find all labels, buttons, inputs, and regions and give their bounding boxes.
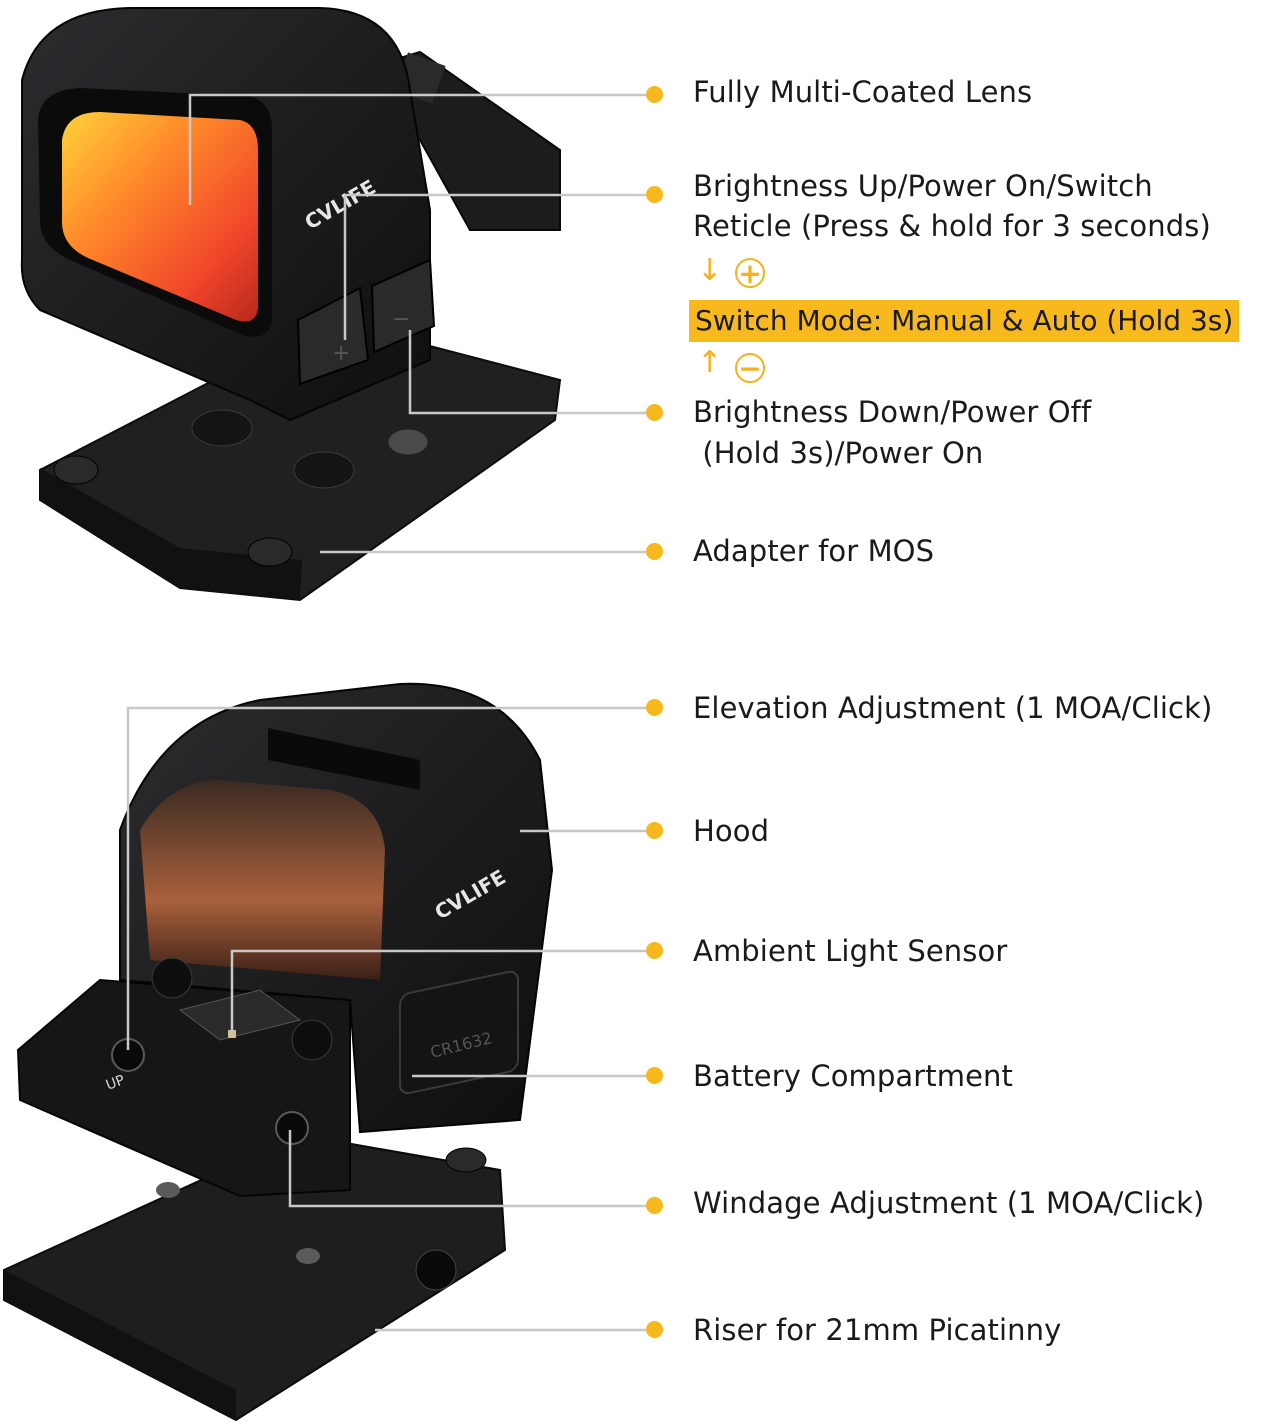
label-lens: Fully Multi-Coated Lens: [693, 75, 1033, 109]
callout-dot-sensor: [646, 942, 663, 959]
leader-elevation: [126, 706, 648, 1050]
label-windage: Windage Adjustment (1 MOA/Click): [693, 1186, 1205, 1220]
dial-marking: UP: [104, 1072, 127, 1093]
label-adapter: Adapter for MOS: [693, 534, 935, 568]
lower-sight: CR1632 UP CVLIFE: [3, 682, 554, 1422]
mode-banner: Switch Mode: Manual & Auto (Hold 3s): [689, 300, 1240, 342]
label-brightness-down-line2: (Hold 3s)/Power On: [693, 436, 984, 470]
hood-window: [140, 780, 385, 980]
battery-compartment: [399, 970, 519, 1095]
callout-dot-brightness-up: [646, 186, 663, 203]
callout-dot-elevation: [646, 699, 663, 716]
minus-circle-icon: −: [735, 353, 765, 383]
label-brightness-up-line1: Brightness Up/Power On/Switch: [693, 169, 1153, 203]
callout-dot-battery: [646, 1067, 663, 1084]
plus-circle-icon: +: [735, 258, 765, 288]
leader-windage: [288, 1130, 648, 1208]
label-battery: Battery Compartment: [693, 1059, 1014, 1093]
label-brightness-up-line2: Reticle (Press & hold for 3 seconds): [693, 209, 1211, 243]
leader-sensor: [230, 949, 648, 1030]
coated-lens: [62, 112, 258, 322]
callout-dot-hood: [646, 822, 663, 839]
label-riser: Riser for 21mm Picatinny: [693, 1313, 1062, 1347]
label-brightness-down-line1: Brightness Down/Power Off: [693, 395, 1092, 429]
arrow-up-icon: ↑: [697, 345, 723, 380]
callout-dot-adapter: [646, 543, 663, 560]
windage-knob[interactable]: [275, 1111, 309, 1145]
leader-lens: [188, 93, 648, 205]
brightness-up-button[interactable]: [296, 286, 370, 386]
leader-brightness-up: [343, 193, 648, 340]
label-hood: Hood: [693, 814, 770, 848]
brightness-down-button[interactable]: [370, 258, 436, 354]
label-sensor: Ambient Light Sensor: [693, 934, 1008, 968]
minus-symbol: −: [392, 307, 410, 332]
leader-lines: [126, 93, 648, 1332]
plus-symbol: +: [332, 341, 350, 366]
callout-dot-brightness-down: [646, 404, 663, 421]
arrow-down-icon: ↓: [697, 253, 723, 288]
callout-dot-riser: [646, 1321, 663, 1338]
leader-brightness-down: [408, 330, 648, 415]
label-elevation: Elevation Adjustment (1 MOA/Click): [693, 691, 1213, 725]
callout-dot-windage: [646, 1197, 663, 1214]
upper-sight: CVLIFE + −: [20, 7, 562, 602]
callout-dot-lens: [646, 86, 663, 103]
